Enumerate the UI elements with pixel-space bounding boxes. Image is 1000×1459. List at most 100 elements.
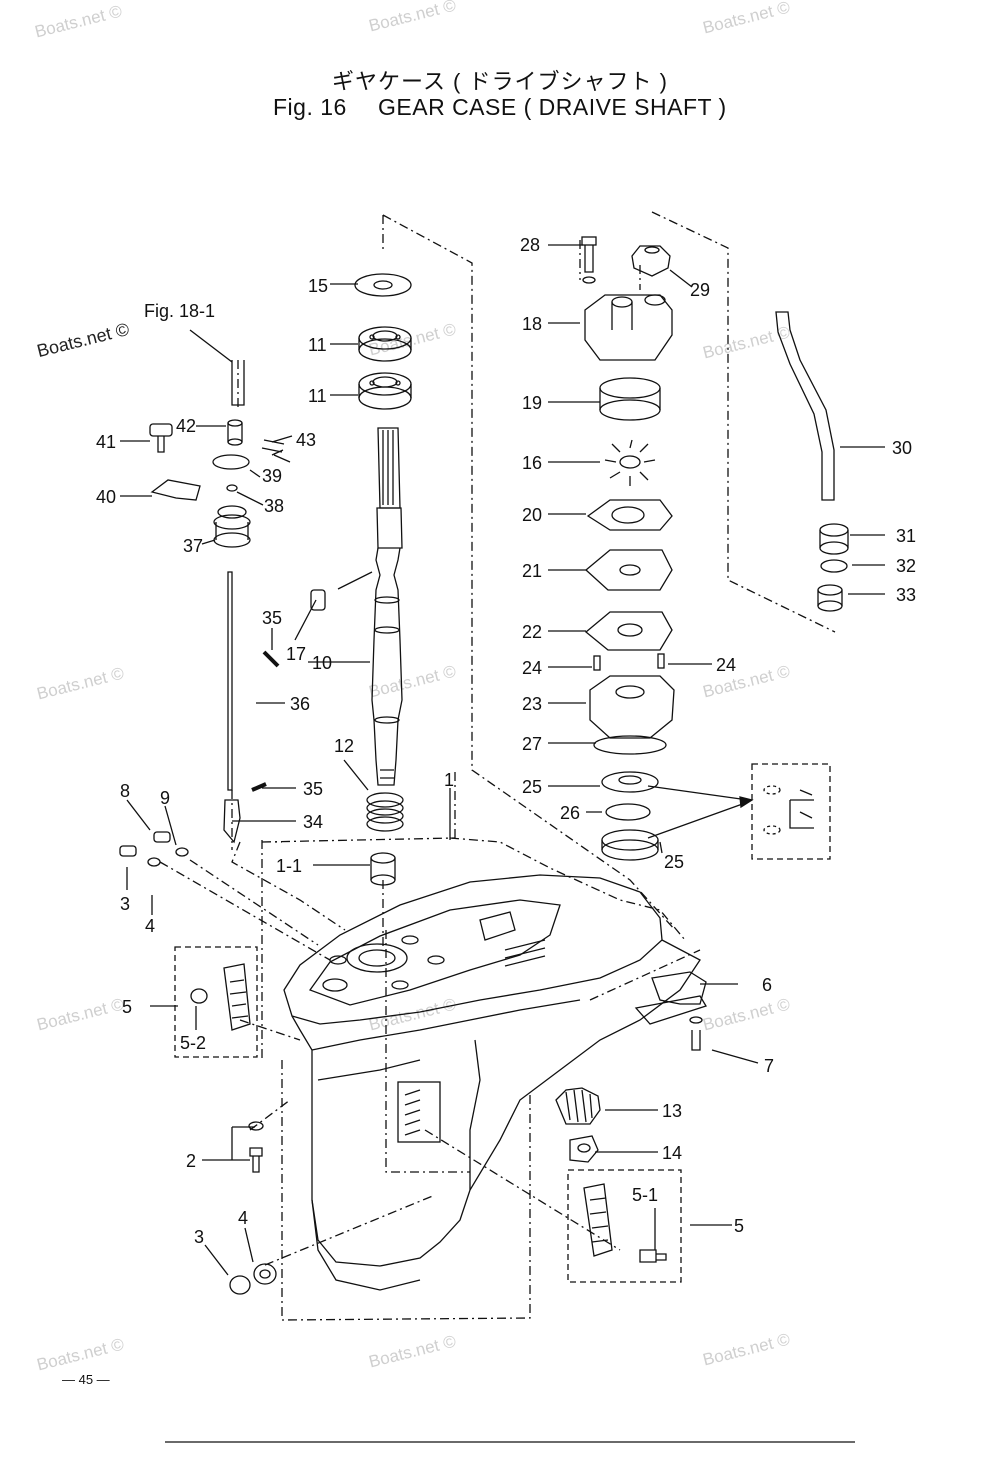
- assembly-guide-lines: [159, 211, 836, 1321]
- washer-part: [605, 803, 651, 821]
- callout-26: 26: [560, 803, 580, 823]
- ball-bearing-part: [358, 372, 412, 410]
- bushing-part: [370, 852, 396, 886]
- pump-housing-part: [584, 294, 673, 361]
- shift-rod-part: [231, 360, 245, 406]
- pin-part: [262, 650, 280, 668]
- washer-part: [354, 273, 412, 297]
- callout-38: 38: [264, 496, 284, 516]
- anode-part: [229, 1263, 277, 1295]
- callout-41: 41: [96, 432, 116, 452]
- callout-1: 1: [444, 770, 454, 790]
- drive-shaft-part: [371, 427, 403, 786]
- callout-6: 6: [762, 975, 772, 995]
- callout-30: 30: [892, 438, 912, 458]
- callout-3: 3: [120, 894, 130, 914]
- shift-cam-part: [223, 799, 241, 844]
- callout-35: 35: [303, 779, 323, 799]
- callout-24: 24: [716, 655, 736, 675]
- seal-orientation-detail: [763, 785, 814, 835]
- callout-23: 23: [522, 694, 542, 714]
- callout-35: 35: [262, 608, 282, 628]
- callout-labels: Fig. 18-1 15 11 11 28 29 18 19 16 20 21 …: [96, 235, 916, 1247]
- callout-32: 32: [896, 556, 916, 576]
- callout-fig-ref: Fig. 18-1: [144, 301, 215, 321]
- water-tube-part: [775, 311, 835, 501]
- callout-11: 11: [308, 335, 327, 355]
- callout-22: 22: [522, 622, 542, 642]
- callout-4: 4: [238, 1208, 248, 1228]
- pinion-gear-part: [555, 1087, 601, 1125]
- leader-lines: [120, 244, 885, 1276]
- screw-part: [119, 831, 189, 867]
- callout-2: 2: [186, 1151, 196, 1171]
- pin-part: [251, 782, 267, 792]
- callout-36: 36: [290, 694, 310, 714]
- callout-5: 5: [122, 997, 132, 1017]
- callout-3: 3: [194, 1227, 204, 1247]
- nut-part: [569, 1135, 599, 1163]
- grommet-part: [819, 523, 849, 555]
- key-part: [310, 589, 326, 611]
- callout-12: 12: [334, 736, 354, 756]
- callout-31: 31: [896, 526, 916, 546]
- gasket-part: [586, 499, 673, 531]
- page-number: — 45 —: [62, 1372, 110, 1387]
- rubber-grommet-part: [213, 505, 251, 548]
- figure-number: Fig. 16: [273, 94, 347, 120]
- gear-case-housing: [283, 874, 701, 1291]
- callout-37: 37: [183, 536, 203, 556]
- title-japanese: ギヤケース ( ドライブシャフト ): [332, 69, 668, 94]
- bolt-part: [581, 236, 597, 284]
- callout-43: 43: [296, 430, 316, 450]
- callout-42: 42: [176, 416, 196, 436]
- callout-27: 27: [522, 734, 542, 754]
- callout-5-1: 5-1: [632, 1185, 658, 1205]
- grill-cover-part: [190, 963, 251, 1031]
- callout-15: 15: [308, 276, 328, 296]
- subassembly-boxes: [174, 763, 831, 1283]
- dowel-pin-part: [593, 655, 601, 671]
- ball-bearing-part: [358, 326, 412, 362]
- pin-part: [261, 439, 291, 463]
- callout-8: 8: [120, 781, 130, 801]
- callout-40: 40: [96, 487, 116, 507]
- shift-plate-part: [150, 479, 201, 501]
- grill-cover-part: [583, 1183, 667, 1263]
- callout-10: 10: [312, 653, 332, 673]
- gasket-part: [584, 611, 673, 651]
- pump-case-part: [589, 675, 675, 739]
- callout-25: 25: [664, 852, 684, 872]
- dowel-pin-part: [657, 653, 665, 669]
- screw-part: [149, 423, 173, 453]
- figure-title: GEAR CASE ( DRAIVE SHAFT ): [378, 94, 727, 120]
- o-ring-part: [212, 454, 250, 470]
- callout-11: 11: [308, 386, 327, 406]
- callout-7: 7: [764, 1056, 774, 1076]
- callout-13: 13: [662, 1101, 682, 1121]
- shift-rod-part: [227, 571, 233, 791]
- callout-24: 24: [522, 658, 542, 678]
- bracket-part: [634, 971, 707, 1051]
- callout-20: 20: [522, 505, 542, 525]
- callout-19: 19: [522, 393, 542, 413]
- spring-part: [366, 792, 404, 832]
- seal-part: [817, 584, 843, 612]
- callout-5: 5: [734, 1216, 744, 1236]
- callout-16: 16: [522, 453, 542, 473]
- o-ring-part: [593, 735, 667, 755]
- callout-39: 39: [262, 466, 282, 486]
- bolt-part: [248, 1121, 264, 1173]
- seal-ring-part: [820, 559, 848, 573]
- oil-seal-part: [601, 829, 659, 861]
- cap-part: [631, 245, 671, 277]
- callout-34: 34: [303, 812, 323, 832]
- o-ring-part: [226, 484, 238, 492]
- callout-18: 18: [522, 314, 542, 334]
- cup-insert-part: [599, 377, 661, 421]
- callout-28: 28: [520, 235, 540, 255]
- callout-5-2: 5-2: [180, 1033, 206, 1053]
- callout-17: 17: [286, 644, 306, 664]
